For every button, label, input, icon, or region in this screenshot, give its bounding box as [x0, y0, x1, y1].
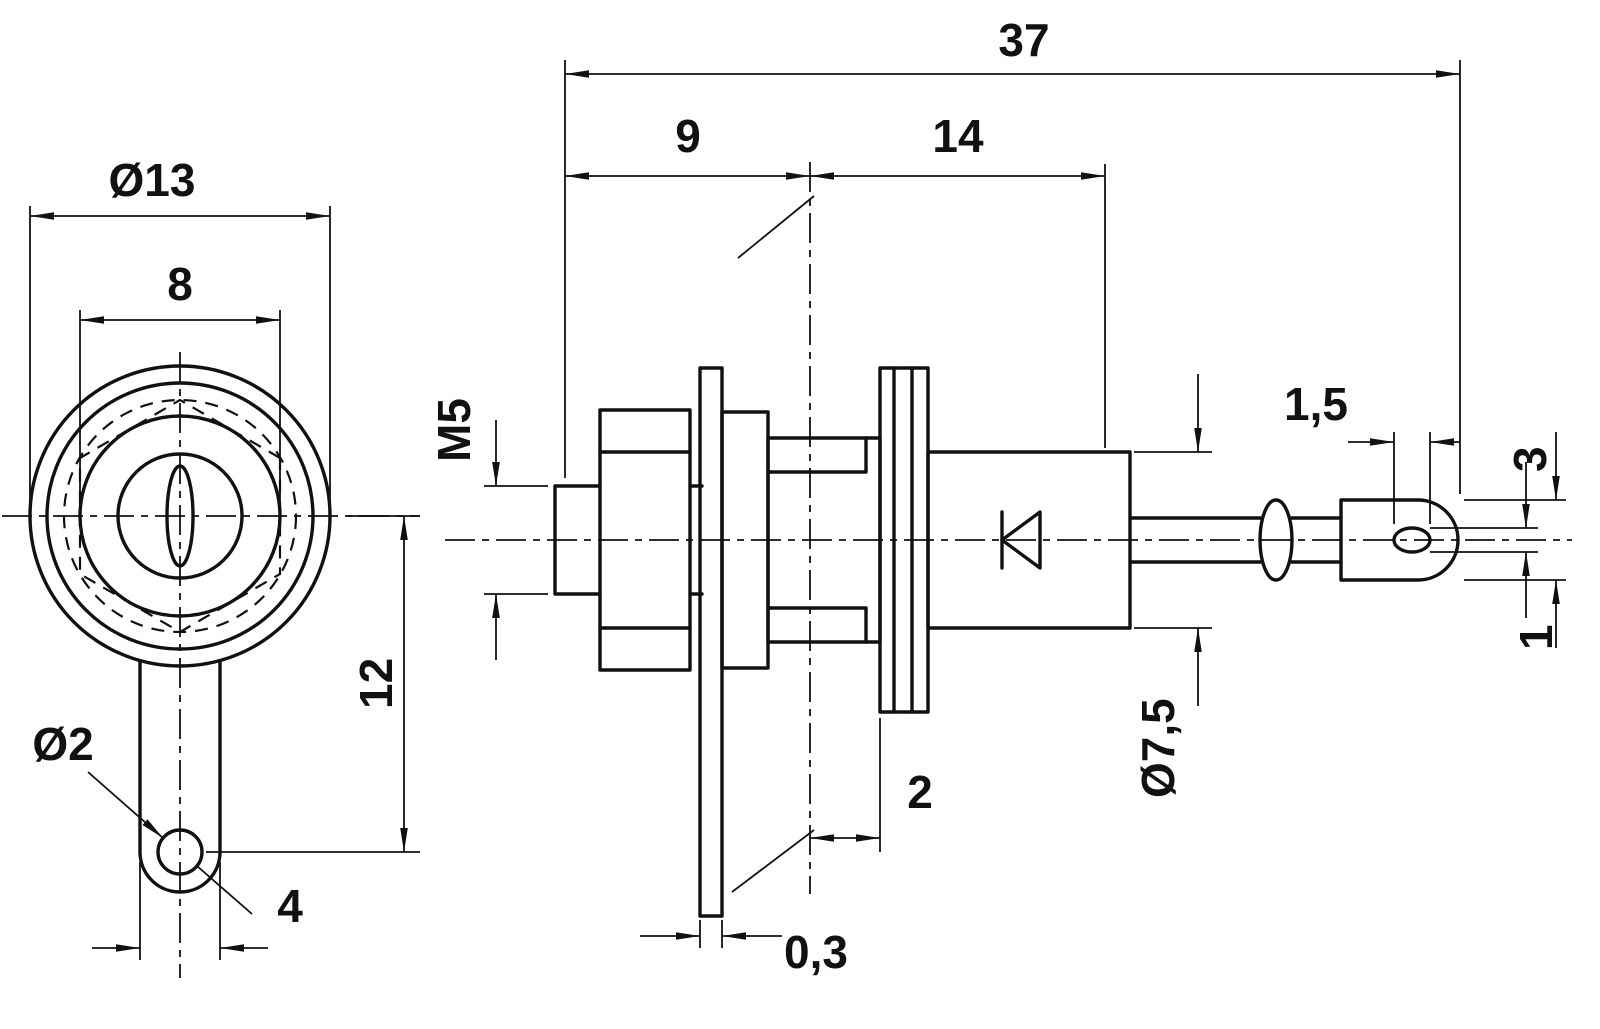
- rotation-mark-top: [737, 195, 815, 259]
- lead-wire: [1289, 516, 1343, 564]
- dim-label-lug-width: 4: [277, 880, 303, 932]
- dim-label-lug-length: 12: [350, 658, 402, 709]
- leader-line-lug-hole-tail: [196, 865, 253, 915]
- outer-rim-circle: [28, 364, 332, 668]
- thread-stud: [553, 484, 602, 596]
- terminal-slot-hole: [1392, 526, 1432, 554]
- lug-hole: [156, 828, 204, 876]
- dim-label-body-length: 14: [932, 110, 984, 162]
- dim-label-lug-thickness: 0,3: [784, 926, 848, 978]
- ring-terminal: [1339, 498, 1460, 582]
- hex-nut: [598, 408, 692, 672]
- diode-symbol-triangle: [1000, 510, 1042, 570]
- slot-ellipse: [165, 464, 195, 568]
- dim-label-lug-hole: Ø2: [32, 718, 93, 770]
- leader-line-lug-hole: [87, 771, 164, 839]
- diode-body: [926, 450, 1132, 630]
- front-view: [2, 352, 420, 978]
- stud-circle: [116, 452, 244, 580]
- lead-wire: [1128, 516, 1263, 564]
- solder-lug-outline: [138, 659, 222, 894]
- rotation-mark-bottom: [731, 829, 815, 893]
- rim-inner-circle: [45, 381, 315, 651]
- dim-label-terminal-slot-length: 1,5: [1284, 378, 1348, 430]
- front-view-dimensions: Ø13 8 Ø2 12 4: [29, 154, 420, 960]
- lead-bead: [1258, 498, 1294, 582]
- dim-label-outer-diameter: Ø13: [109, 154, 196, 206]
- side-view: [445, 162, 1572, 918]
- hex-nut-hidden-outline: [78, 398, 282, 634]
- dim-label-mount-section: 9: [675, 110, 701, 162]
- dim-label-thread: M5: [428, 398, 480, 462]
- solder-lug-plate: [698, 366, 724, 918]
- insulator-steps: [766, 436, 868, 644]
- dim-label-body-diameter: Ø7,5: [1132, 698, 1184, 798]
- dim-label-terminal-slot-width: 1: [1510, 624, 1562, 650]
- dim-label-lug-offset: 2: [907, 766, 933, 818]
- dim-label-across-flats: 8: [167, 258, 193, 310]
- bushing-circle: [78, 414, 282, 618]
- side-view-dimensions: 37 9 14 M5 Ø7,5 1,5 3: [428, 14, 1566, 978]
- dim-label-terminal-width: 3: [1504, 446, 1556, 472]
- dim-label-overall-length: 37: [998, 14, 1049, 66]
